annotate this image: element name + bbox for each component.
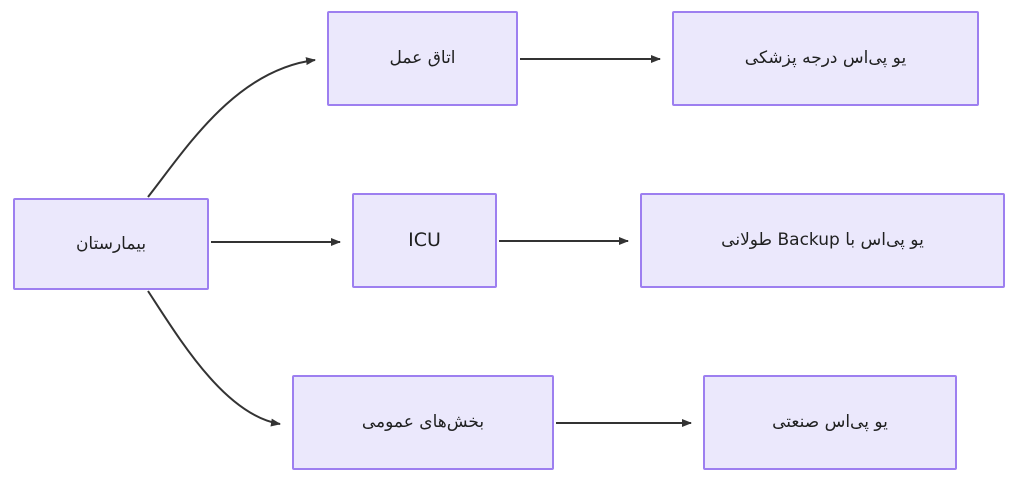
node-icu[interactable]: ICU (352, 193, 497, 288)
node-hospital[interactable]: بیمارستان (13, 198, 209, 290)
node-general-wards[interactable]: بخش‌های عمومی (292, 375, 554, 470)
node-operating-room[interactable]: اتاق عمل (327, 11, 518, 106)
node-icu-label: ICU (408, 229, 441, 252)
node-operating-room-label: اتاق عمل (389, 48, 456, 69)
edge-hospital-to-operating-room (147, 57, 316, 198)
node-medical-grade-ups[interactable]: یو پی‌اس درجه پزشکی (672, 11, 979, 106)
node-hospital-label: بیمارستان (75, 233, 147, 254)
node-long-backup-ups[interactable]: یو پی‌اس با Backup طولانی (640, 193, 1005, 288)
node-industrial-ups-label: یو پی‌اس صنعتی (772, 412, 888, 433)
node-medical-grade-ups-label: یو پی‌اس درجه پزشکی (744, 48, 907, 69)
node-industrial-ups[interactable]: یو پی‌اس صنعتی (703, 375, 957, 470)
node-general-wards-label: بخش‌های عمومی (361, 412, 485, 433)
node-long-backup-ups-label: یو پی‌اس با Backup طولانی (721, 230, 924, 251)
edge-hospital-to-general-wards (147, 290, 281, 427)
